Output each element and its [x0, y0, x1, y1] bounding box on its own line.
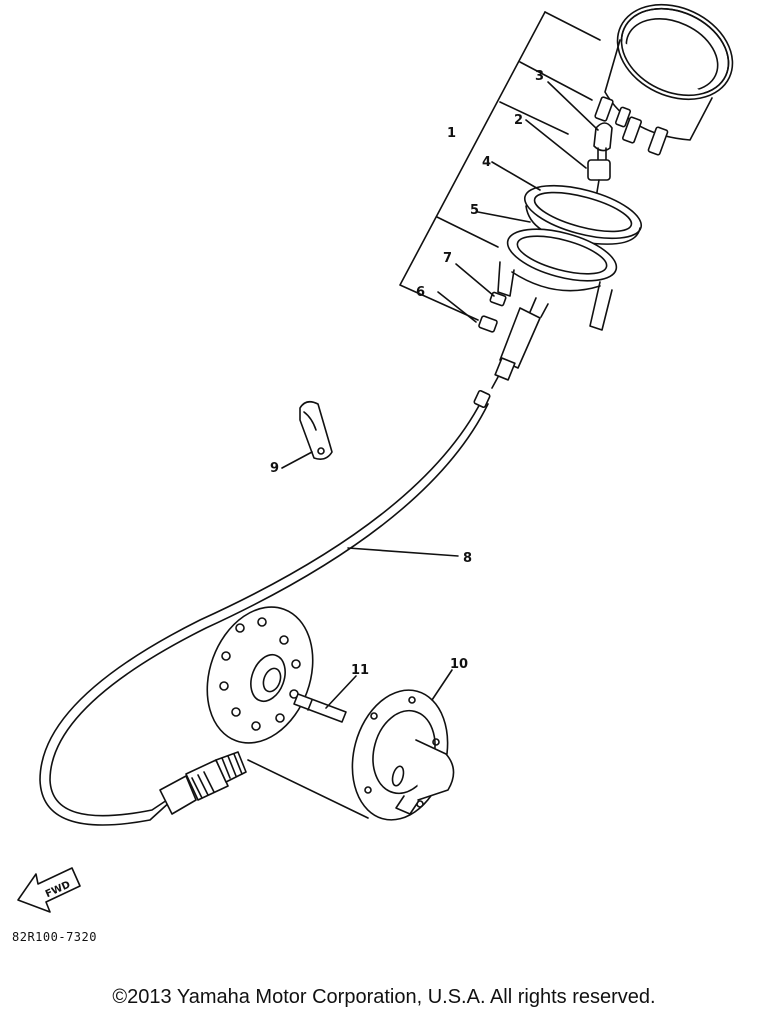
callout-7: 7 [443, 251, 452, 266]
callout-11: 11 [351, 663, 369, 678]
speedometer-head [594, 3, 734, 156]
callout-8: 8 [463, 551, 472, 566]
cable-connector-upper [491, 297, 549, 389]
damper-ring-upper [523, 184, 643, 245]
speedometer-cable [39, 389, 491, 826]
copyright-notice: ©2013 Yamaha Motor Corporation, U.S.A. A… [112, 986, 656, 1008]
damper-ring-lower [506, 228, 618, 282]
callout-10: 10 [450, 657, 468, 672]
callout-3: 3 [535, 69, 544, 84]
callout-9: 9 [270, 461, 279, 476]
cable-clamp [299, 400, 333, 460]
cable-to-gear-leader [247, 759, 369, 819]
callout-4: 4 [482, 155, 491, 170]
bulb-socket [587, 159, 611, 199]
callout-2: 2 [514, 113, 523, 128]
hub-plate [206, 606, 314, 744]
callout-5: 5 [470, 203, 479, 218]
callout-leaders [281, 81, 599, 709]
fwd-arrow-icon: FWD [17, 867, 81, 913]
nut-6 [478, 315, 498, 333]
meter-bracket [497, 261, 613, 331]
part-code: 82R100-7320 [12, 930, 97, 944]
speedometer-gear-unit [351, 689, 455, 821]
callout-1: 1 [447, 126, 456, 141]
callout-6: 6 [416, 285, 425, 300]
drive-shaft [293, 693, 347, 723]
assembly-bracket [399, 11, 601, 321]
